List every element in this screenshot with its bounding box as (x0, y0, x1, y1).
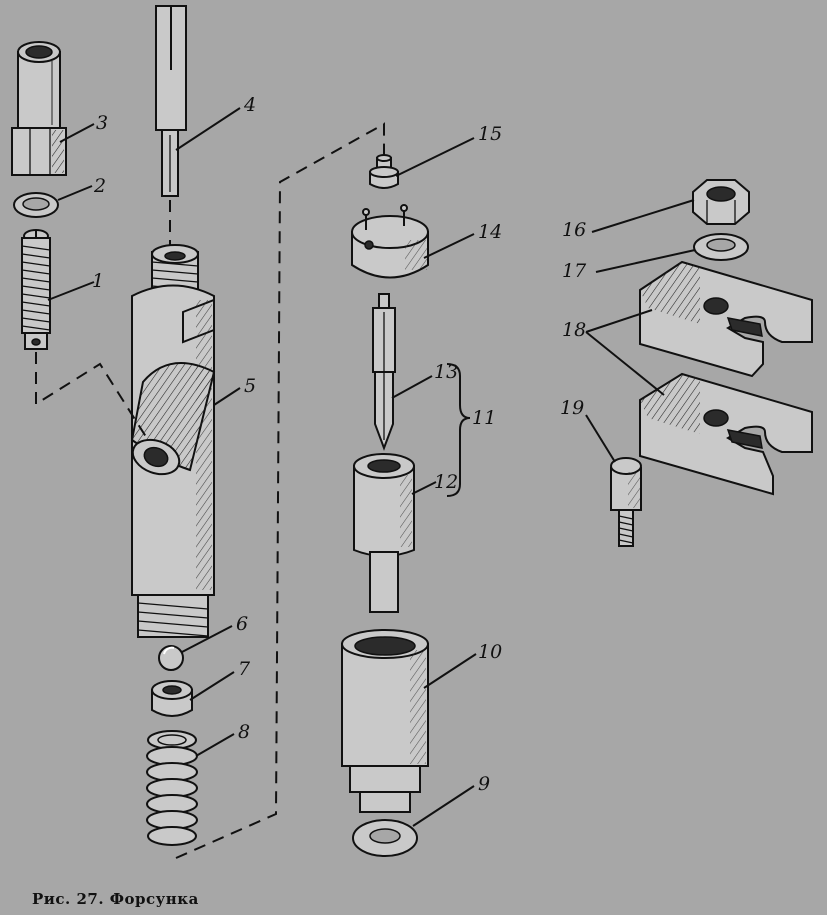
callout-19: 19 (560, 397, 584, 419)
callout-14: 14 (478, 221, 502, 243)
part-1-stud (21, 229, 51, 350)
part-7-seat (151, 680, 193, 717)
callout-17: 17 (562, 260, 587, 282)
leader-lines (47, 107, 696, 827)
part-16-nut (692, 179, 750, 225)
callout-3: 3 (96, 112, 108, 134)
callout-11: 11 (472, 407, 496, 429)
callout-5: 5 (244, 375, 256, 397)
part-4-rod (155, 5, 187, 197)
callout-13: 13 (434, 361, 458, 383)
bracket-11 (446, 363, 471, 497)
callout-labels: 3 2 1 4 5 6 7 8 9 10 11 12 13 14 15 16 1… (92, 94, 587, 795)
callout-9: 9 (478, 773, 490, 795)
stud-thread (21, 245, 51, 331)
part-14-guide-disc (351, 204, 429, 279)
callout-15: 15 (478, 123, 502, 145)
part-13-needle (372, 293, 396, 451)
part-18-plate-lower (639, 372, 813, 496)
part-15-pin (369, 154, 399, 189)
axis-spring-to-nozzle (175, 122, 385, 859)
part-12-nozzle-body (353, 453, 415, 613)
callout-12: 12 (434, 471, 458, 493)
callout-18: 18 (562, 319, 586, 341)
part-10-nut (341, 629, 429, 813)
part-19-dowel (610, 457, 642, 547)
part-3-fitting (11, 41, 67, 176)
axis-stud-to-body (35, 352, 149, 441)
part-9-washer (352, 819, 418, 857)
callout-4: 4 (243, 94, 256, 116)
part-8-spring (146, 730, 198, 846)
part-5-body (130, 244, 216, 638)
callout-7: 7 (238, 658, 251, 680)
part-2-washer (13, 192, 59, 218)
part-17-washer (693, 233, 749, 261)
callout-2: 2 (93, 175, 106, 197)
callout-10: 10 (478, 641, 502, 663)
callout-16: 16 (562, 219, 586, 241)
callout-1: 1 (92, 270, 104, 292)
callout-8: 8 (238, 721, 250, 743)
figure-caption: Рис. 27. Форсунка (32, 890, 199, 908)
part-18-plate-upper (639, 260, 813, 378)
callout-6: 6 (236, 613, 248, 635)
part-6-ball (158, 645, 184, 671)
